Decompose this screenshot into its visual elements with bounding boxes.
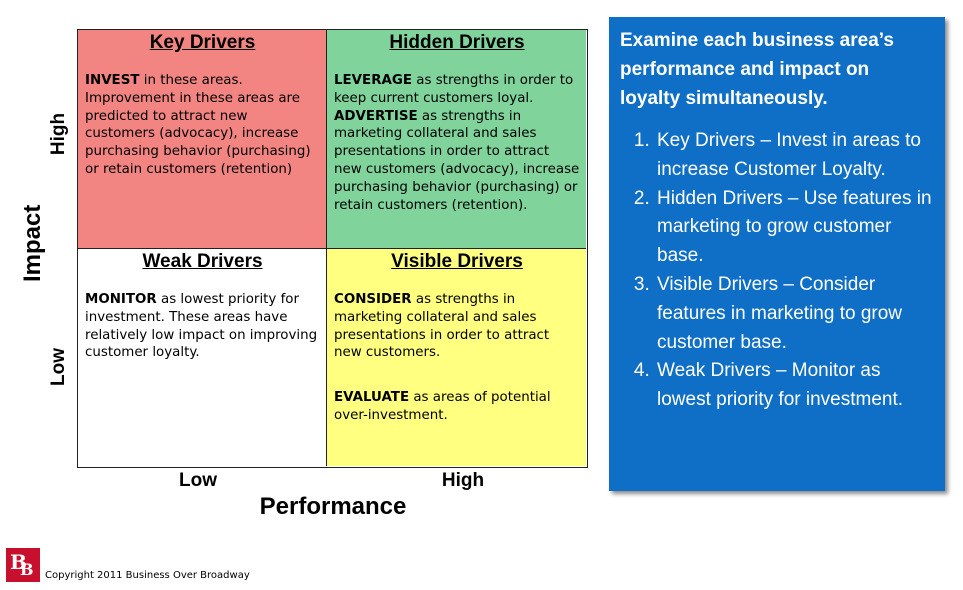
hidden-drivers-text-2: as strengths in marketing collateral and…: [334, 108, 580, 213]
y-axis-high-label: High: [48, 112, 69, 156]
x-axis-high-label: High: [441, 470, 485, 491]
key-drivers-description: INVEST in these areas. Improvement in th…: [85, 72, 320, 179]
visible-drivers-description-1: CONSIDER as strengths in marketing colla…: [334, 291, 580, 362]
weak-drivers-title: Weak Drivers: [142, 251, 263, 272]
hidden-drivers-text-1: as strengths in order to keep current cu…: [334, 73, 574, 106]
summary-list-item: Hidden Drivers – Use features in marketi…: [655, 185, 934, 271]
x-axis-title: Performance: [259, 493, 407, 520]
visible-drivers-description-2: EVALUATE as areas of potential over-inve…: [334, 389, 580, 425]
logo-letter: B: [20, 560, 34, 579]
hidden-drivers-action-2: ADVERTISE: [334, 108, 418, 124]
summary-list: Key Drivers – Invest in areas to increas…: [620, 127, 934, 415]
visible-drivers-action-2: EVALUATE: [334, 390, 410, 406]
weak-drivers-action: MONITOR: [85, 292, 157, 307]
weak-drivers-text: as lowest priority for investment. These…: [85, 292, 318, 361]
visible-drivers-title: Visible Drivers: [391, 251, 523, 272]
hidden-drivers-description-2: ADVERTISE as strengths in marketing coll…: [334, 108, 580, 215]
key-drivers-text: in these areas. Improvement in these are…: [85, 73, 311, 177]
x-axis-low-label: Low: [179, 470, 217, 491]
summary-list-item: Key Drivers – Invest in areas to increas…: [655, 127, 934, 185]
hidden-drivers-title: Hidden Drivers: [389, 32, 525, 53]
summary-panel: Examine each business area’s performance…: [609, 17, 945, 491]
y-axis-low-label: Low: [48, 348, 69, 386]
key-drivers-quadrant: Key Drivers INVEST in these areas. Impro…: [78, 30, 327, 249]
company-logo: B B: [6, 548, 40, 582]
hidden-drivers-description-1: LEVERAGE as strengths in order to keep c…: [334, 72, 580, 108]
logo-letter: B: [10, 550, 27, 574]
weak-drivers-description: MONITOR as lowest priority for investmen…: [85, 291, 320, 362]
y-axis-title: Impact: [19, 204, 46, 282]
visible-drivers-quadrant: Visible Drivers CONSIDER as strengths in…: [327, 249, 586, 466]
key-drivers-action: INVEST: [85, 73, 140, 88]
hidden-drivers-quadrant: Hidden Drivers LEVERAGE as strengths in …: [327, 30, 586, 249]
hidden-drivers-action-1: LEVERAGE: [334, 73, 413, 88]
summary-list-item: Weak Drivers – Monitor as lowest priorit…: [655, 357, 934, 415]
weak-drivers-quadrant: Weak Drivers MONITOR as lowest priority …: [78, 249, 327, 466]
key-drivers-title: Key Drivers: [149, 32, 256, 53]
summary-heading: Examine each business area’s performance…: [620, 30, 894, 109]
visible-drivers-action-1: CONSIDER: [334, 292, 412, 307]
driver-matrix: Key Drivers INVEST in these areas. Impro…: [77, 29, 588, 468]
copyright-text: Copyright 2011 Business Over Broadway: [45, 570, 250, 581]
visible-drivers-text-1: as strengths in marketing collateral and…: [334, 292, 550, 361]
visible-drivers-text-2: as areas of potential over-investment.: [334, 390, 551, 423]
summary-list-item: Visible Drivers – Consider features in m…: [655, 271, 934, 357]
